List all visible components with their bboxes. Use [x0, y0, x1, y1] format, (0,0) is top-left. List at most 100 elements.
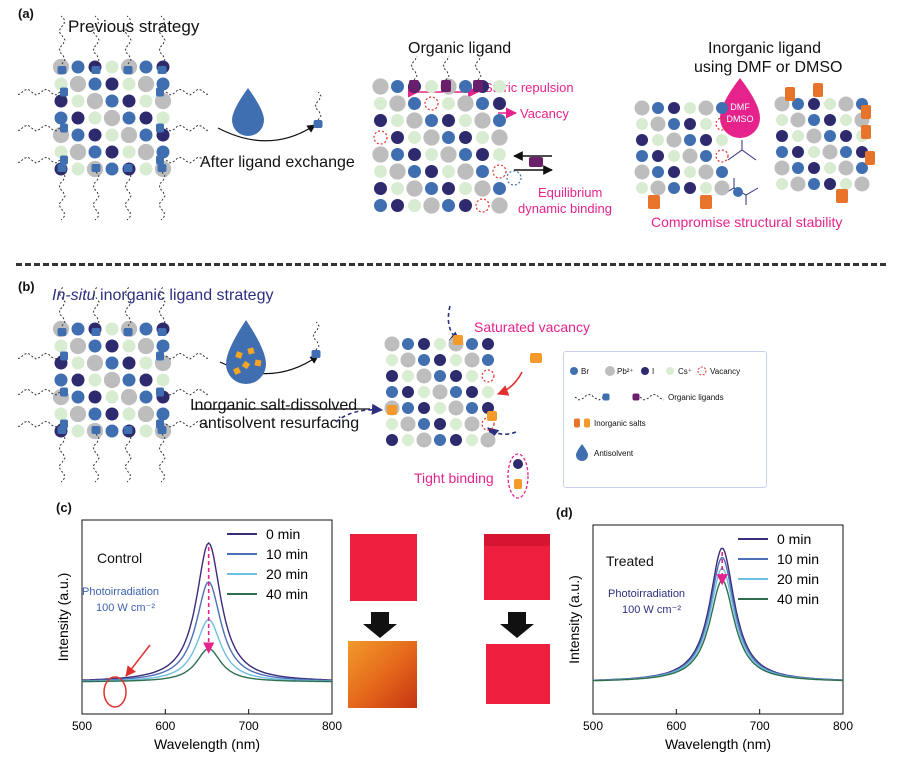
lattice-ion — [137, 143, 155, 161]
lattice-ion — [402, 402, 414, 414]
legend-label: 20 min — [777, 571, 819, 587]
lattice-ion — [69, 405, 87, 423]
resurfaced-nanocrystal — [384, 336, 496, 448]
ligand-head — [157, 164, 167, 172]
lattice-ion — [122, 77, 136, 91]
lattice-ion — [668, 118, 680, 130]
ligand-head — [60, 387, 68, 397]
left-binding-arrow — [335, 403, 384, 423]
ligand-head — [700, 195, 712, 209]
lattice-ion — [103, 109, 121, 127]
ligand-chain — [165, 88, 211, 96]
lattice-ion — [668, 182, 680, 194]
lattice-ion — [408, 131, 421, 144]
legend-pb: Pb²⁺ — [617, 367, 634, 376]
vacancy-site — [715, 149, 729, 163]
legend-label: 0 min — [777, 531, 811, 547]
ligand-head — [530, 353, 542, 363]
lattice-ion — [374, 97, 387, 110]
legend-cs: Cs⁺ — [678, 367, 692, 376]
lattice-ion — [105, 94, 119, 108]
ligand-head — [156, 419, 164, 429]
ligand-head — [409, 80, 419, 92]
lattice-ion — [389, 163, 406, 180]
dmf-text: DMF — [730, 102, 750, 112]
ligand-chain — [58, 15, 66, 65]
ligand-chain — [15, 88, 61, 96]
lattice-ion — [698, 100, 714, 116]
lattice-ion — [391, 114, 404, 127]
ligand-head — [156, 155, 164, 165]
lattice-ion — [103, 371, 121, 389]
vacancy-label: Vacancy — [520, 106, 569, 121]
lattice-ion — [122, 111, 136, 125]
lattice-ion — [824, 178, 836, 190]
lattice-ion — [54, 111, 68, 125]
ligand-head — [156, 387, 164, 397]
ligand-chain — [443, 55, 450, 81]
ligand-chain — [15, 156, 61, 164]
lattice-ion — [776, 146, 788, 158]
legend-br-swatch — [570, 367, 578, 375]
ligand-head — [60, 155, 68, 165]
lattice-ion — [389, 95, 406, 112]
pre-treatment-nanocrystal — [52, 320, 172, 440]
equilibrium-label: Equilibrium — [538, 185, 603, 200]
ligand-head — [813, 83, 823, 97]
ligand-chain — [313, 321, 320, 351]
lattice-ion — [425, 80, 438, 93]
ligand-head — [311, 350, 321, 358]
lattice-ion — [406, 180, 423, 197]
highlight-circle — [103, 676, 127, 708]
lattice-ion — [684, 118, 696, 130]
panel-b-title-rest: inorganic ligand strategy — [95, 287, 274, 304]
ligand-chain — [15, 388, 61, 396]
spectrum-line — [82, 581, 332, 682]
vacancy-site — [475, 198, 490, 213]
lattice-ion — [776, 178, 788, 190]
lattice-ion — [139, 111, 153, 125]
lattice-ion — [71, 60, 85, 74]
x-tick-label: 700 — [239, 719, 259, 733]
lattice-ion — [137, 337, 155, 355]
lattice-ion — [139, 162, 153, 176]
lattice-ion — [442, 199, 455, 212]
vacancy-site — [481, 369, 495, 383]
lattice-ion — [372, 146, 389, 163]
legend-label: 20 min — [266, 566, 308, 582]
lattice-ion — [442, 114, 455, 127]
ligand-chain — [158, 171, 166, 221]
lattice-ion — [450, 386, 462, 398]
lattice-ion — [476, 131, 489, 144]
lattice-ion — [418, 386, 430, 398]
vacancy-site — [506, 170, 522, 186]
inorganic-ligand-title: Inorganic ligand — [708, 40, 821, 57]
lattice-ion — [122, 373, 136, 387]
lattice-ion — [105, 356, 119, 370]
lattice-ion — [122, 356, 136, 370]
lattice-ion — [476, 97, 489, 110]
lattice-ion — [391, 80, 404, 93]
lattice-ion — [418, 354, 430, 366]
legend-label: 10 min — [266, 546, 308, 562]
lattice-ion — [71, 390, 85, 404]
lattice-ion — [105, 407, 119, 421]
lattice-ion — [700, 182, 712, 194]
ligand-head — [60, 419, 68, 429]
x-tick-label: 700 — [750, 719, 770, 733]
legend-pb-swatch — [605, 366, 615, 376]
lattice-ion — [682, 148, 698, 164]
legend-label: 40 min — [266, 586, 308, 602]
ligand-head — [865, 151, 875, 165]
lattice-ion — [491, 129, 508, 146]
legend-label: 40 min — [777, 591, 819, 607]
lattice-ion — [105, 145, 119, 159]
lattice-ion — [154, 92, 172, 110]
lattice-ion — [54, 145, 68, 159]
control-down-arrow — [363, 612, 397, 638]
spectrum-line — [81, 541, 333, 681]
lattice-ion — [88, 373, 102, 387]
lattice-ion — [668, 166, 680, 178]
lattice-ion — [716, 134, 728, 146]
spectrum-line — [82, 647, 332, 683]
